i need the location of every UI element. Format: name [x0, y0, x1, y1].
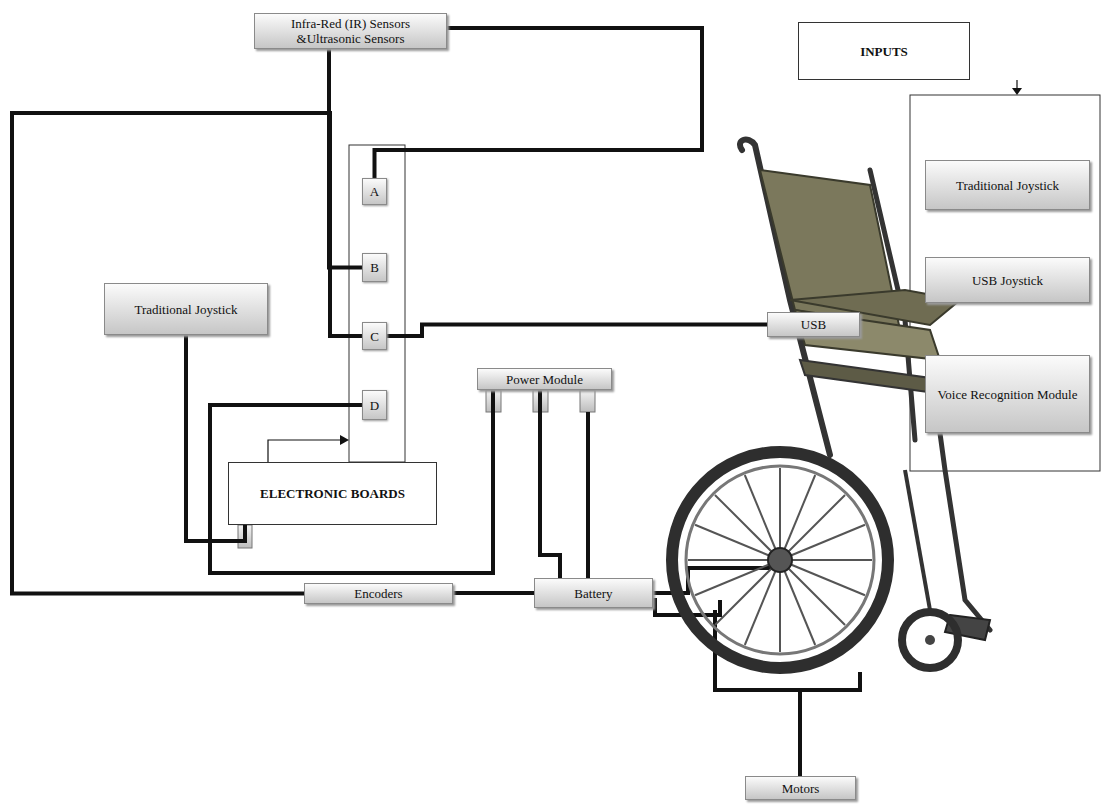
box-label: Voice Recognition Module [938, 387, 1078, 402]
boards-arrow [268, 440, 341, 462]
box-label: Motors [782, 781, 820, 796]
wire [387, 325, 767, 337]
electronic-boards-box: ELECTRONIC BOARDS [228, 462, 437, 525]
box-label: ELECTRONIC BOARDS [260, 486, 405, 501]
box-label: B [370, 260, 379, 275]
input-device-box: USB Joystick [925, 257, 1090, 303]
wheel-spoke [715, 495, 780, 560]
wire [375, 28, 703, 178]
wheel-spoke [715, 560, 780, 625]
box-label: D [370, 398, 379, 413]
box-label: Power Module [506, 372, 583, 387]
power-module-box: Power Module [477, 368, 612, 390]
box-label: Encoders [354, 586, 402, 601]
input-device-box: Traditional Joystick [925, 160, 1090, 210]
battery-box: Battery [534, 578, 653, 608]
box-label: INPUTS [860, 44, 908, 59]
box-label: C [370, 329, 379, 344]
wire [254, 24, 362, 268]
wheel-spoke [780, 495, 845, 560]
port-box: B [362, 253, 387, 282]
wheel-spoke [780, 525, 865, 560]
connector-bar [349, 145, 405, 462]
arrow-head [340, 435, 349, 445]
port-box: C [362, 322, 387, 350]
wheel-spoke [695, 560, 780, 595]
port-box: D [362, 390, 387, 420]
sensor-box: Infra-Red (IR) Sensors &Ultrasonic Senso… [254, 13, 447, 49]
motor-wire [798, 690, 802, 776]
usb-box: USB [767, 312, 860, 337]
power-terminal [580, 390, 595, 412]
box-label: A [370, 184, 379, 199]
input-device-box: Voice Recognition Module [925, 355, 1090, 433]
motor-box: Motors [745, 776, 856, 800]
port-box: A [362, 178, 387, 205]
wheel-spoke [780, 560, 845, 625]
wire [540, 390, 560, 578]
arrow-head [1012, 88, 1022, 95]
wheel-spoke [779, 560, 781, 652]
box-label: Traditional Joystick [956, 178, 1059, 193]
box-label: USB Joystick [972, 273, 1043, 288]
wheel-spoke [779, 468, 781, 560]
wire [210, 390, 493, 573]
box-label: Battery [574, 586, 612, 601]
wheel-spoke [745, 475, 780, 560]
box-label: USB [801, 317, 826, 332]
inputs-panel [910, 95, 1100, 471]
wheel-spoke [780, 560, 815, 645]
encoder-box: Encoders [304, 583, 453, 604]
wire [453, 591, 534, 596]
box-label: Traditional Joystick [134, 302, 237, 317]
joystick-box: Traditional Joystick [104, 283, 268, 335]
wheel-spoke [780, 559, 872, 561]
box-label: Infra-Red (IR) Sensors &Ultrasonic Senso… [259, 16, 442, 46]
wheel-spoke [688, 559, 780, 561]
inputs-box: INPUTS [798, 22, 970, 80]
